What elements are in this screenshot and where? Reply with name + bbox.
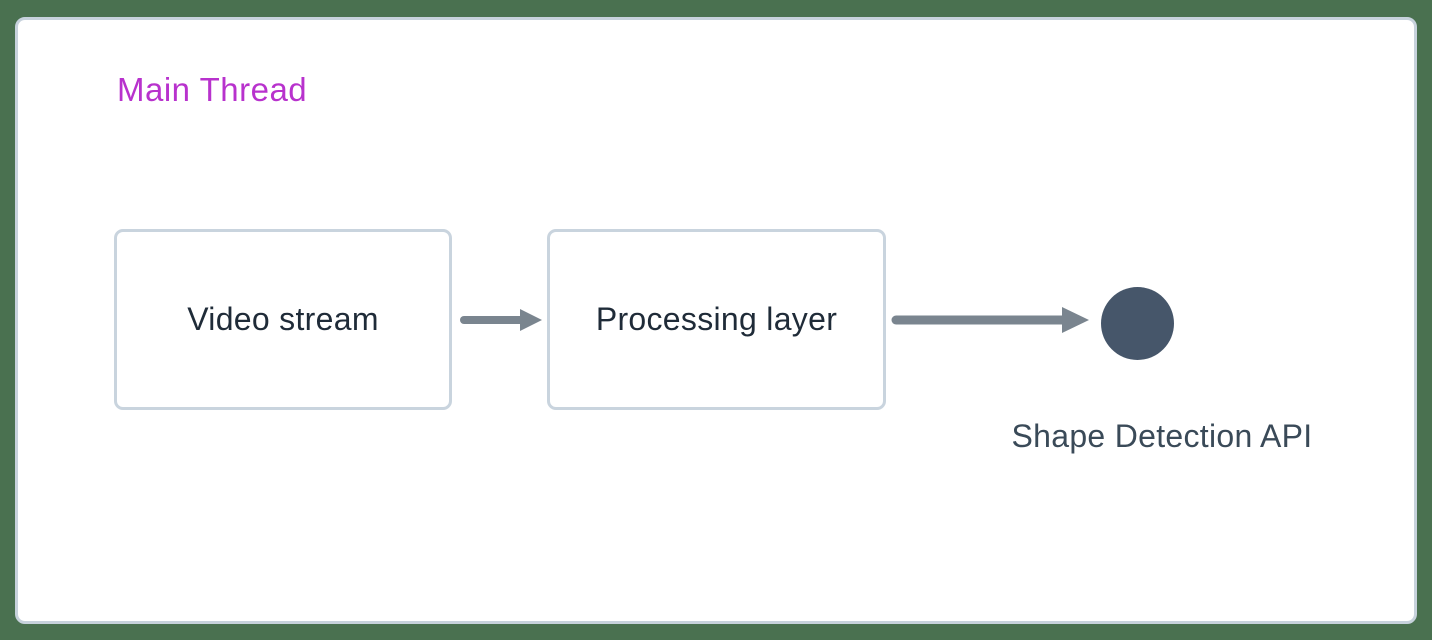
node-processing-layer-label: Processing layer [595, 301, 838, 337]
node-processing-layer: Processing layer [547, 229, 886, 410]
flow-arrow-icon [460, 309, 542, 331]
main-thread-label: Main Thread [117, 71, 308, 108]
shape-detection-endpoint-circle [1101, 287, 1174, 360]
node-video-stream: Video stream [114, 229, 452, 410]
shape-detection-api-label: Shape Detection API [1011, 418, 1313, 454]
node-video-stream-label: Video stream [187, 301, 379, 337]
flow-arrow-icon [891, 307, 1089, 333]
